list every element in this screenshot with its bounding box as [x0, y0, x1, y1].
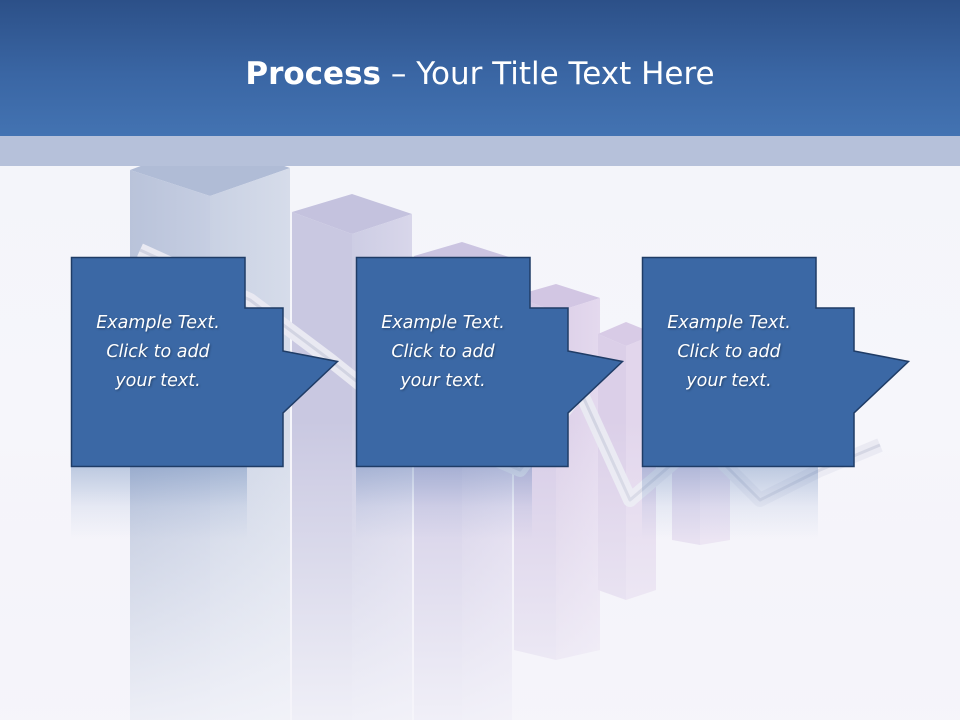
step-text: Example Text. Click to add your text. [356, 309, 530, 396]
step-reflection [642, 467, 818, 539]
process-step-3[interactable]: Example Text. Click to add your text. [641, 256, 952, 539]
step-text-line: your text. [115, 371, 201, 391]
step-text-line: Example Text. [96, 313, 220, 333]
step-text-line: your text. [400, 371, 486, 391]
step-reflection [356, 467, 532, 539]
process-step-2[interactable]: Example Text. Click to add your text. [355, 256, 666, 539]
step-reflection [71, 467, 247, 539]
title-rest: – Your Title Text Here [381, 56, 715, 92]
step-text: Example Text. Click to add your text. [642, 309, 816, 396]
step-text-line: Example Text. [381, 313, 505, 333]
title-bold: Process [245, 56, 381, 92]
step-text-line: Example Text. [667, 313, 791, 333]
right-arrow-icon [70, 256, 340, 468]
step-text-line: Click to add [106, 342, 210, 362]
right-arrow-icon [355, 256, 625, 468]
header-accent-band [0, 136, 960, 166]
step-text-line: your text. [686, 371, 772, 391]
page-title: Process – Your Title Text Here [0, 50, 960, 98]
step-text: Example Text. Click to add your text. [71, 309, 245, 396]
process-step-1[interactable]: Example Text. Click to add your text. [70, 256, 381, 539]
right-arrow-icon [641, 256, 911, 468]
step-text-line: Click to add [677, 342, 781, 362]
header-bar [0, 0, 960, 136]
step-text-line: Click to add [391, 342, 495, 362]
